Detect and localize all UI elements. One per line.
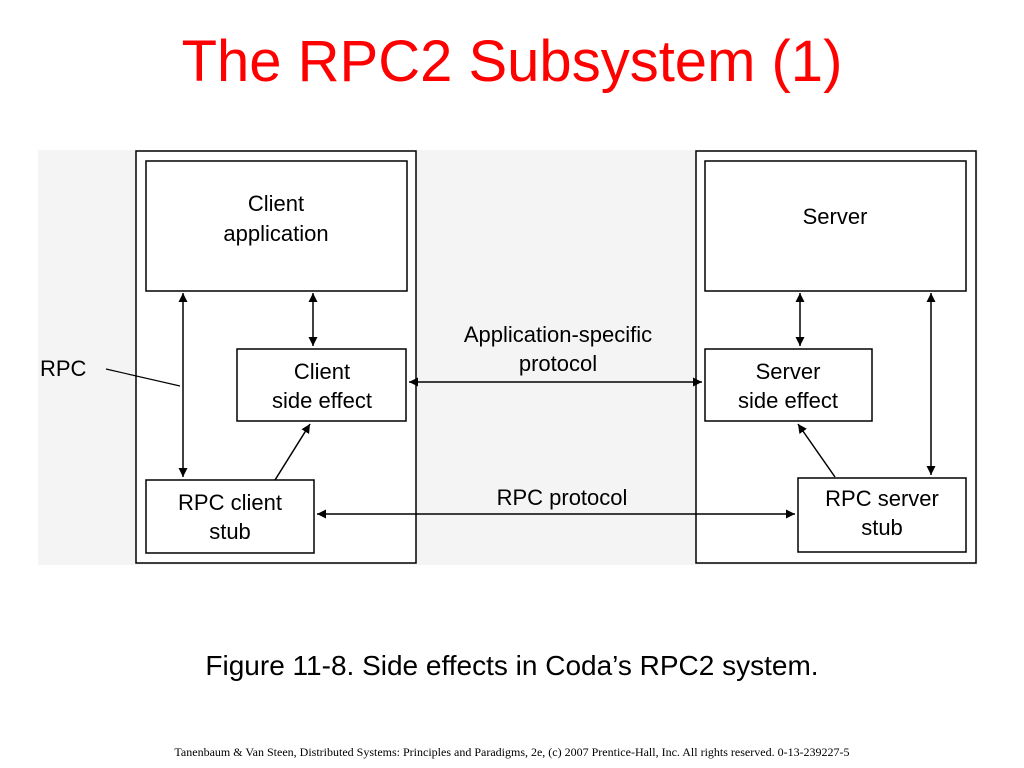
- server-side-effect-box: Server side effect: [704, 348, 873, 422]
- client-application-label-2: application: [223, 221, 328, 246]
- client-application-rect: [145, 160, 408, 292]
- application-protocol-label-2: protocol: [519, 351, 597, 376]
- arrow-server-stub-to-server-side-effect: [797, 423, 836, 478]
- rpc-client-stub-label-1: RPC client: [178, 490, 282, 515]
- server-label: Server: [803, 204, 868, 229]
- server-box: Server: [704, 160, 967, 292]
- client-side-effect-label-2: side effect: [272, 388, 372, 413]
- slide-title: The RPC2 Subsystem (1): [181, 29, 843, 94]
- client-application-label-1: Client: [248, 191, 304, 216]
- rpc-pointer-line: [105, 368, 181, 387]
- server-rect: [704, 160, 967, 292]
- rpc-client-stub-box: RPC client stub: [145, 479, 315, 554]
- application-protocol-label-1: Application-specific: [464, 322, 652, 347]
- client-side-effect-rect: [236, 348, 407, 422]
- rpc-protocol-label: RPC protocol: [497, 485, 628, 510]
- rpc-server-stub-label-2: stub: [861, 515, 903, 540]
- rpc-server-stub-box: RPC server stub: [797, 477, 967, 553]
- server-machine: Server Server side effect RPC server stu…: [695, 150, 977, 564]
- client-side-effect-label-1: Client: [294, 359, 350, 384]
- client-side-effect-box: Client side effect: [236, 348, 407, 422]
- server-side-effect-label-1: Server: [756, 359, 821, 384]
- rpc-server-stub-rect: [797, 477, 967, 553]
- arrow-client-stub-to-client-side-effect: [274, 423, 311, 481]
- rpc-label: RPC: [40, 356, 87, 381]
- rpc2-diagram-svg: Client application Client side effect RP…: [38, 150, 978, 565]
- client-machine: Client application Client side effect RP…: [135, 150, 417, 564]
- figure-caption: Figure 11-8. Side effects in Coda’s RPC2…: [205, 650, 819, 681]
- server-side-effect-rect: [704, 348, 873, 422]
- rpc-client-stub-rect: [145, 479, 315, 554]
- rpc-client-stub-label-2: stub: [209, 519, 251, 544]
- rpc-server-stub-label-1: RPC server: [825, 486, 939, 511]
- client-application-box: Client application: [145, 160, 408, 292]
- copyright-footer: Tanenbaum & Van Steen, Distributed Syste…: [174, 745, 850, 759]
- rpc2-diagram: Client application Client side effect RP…: [38, 150, 978, 565]
- server-side-effect-label-2: side effect: [738, 388, 838, 413]
